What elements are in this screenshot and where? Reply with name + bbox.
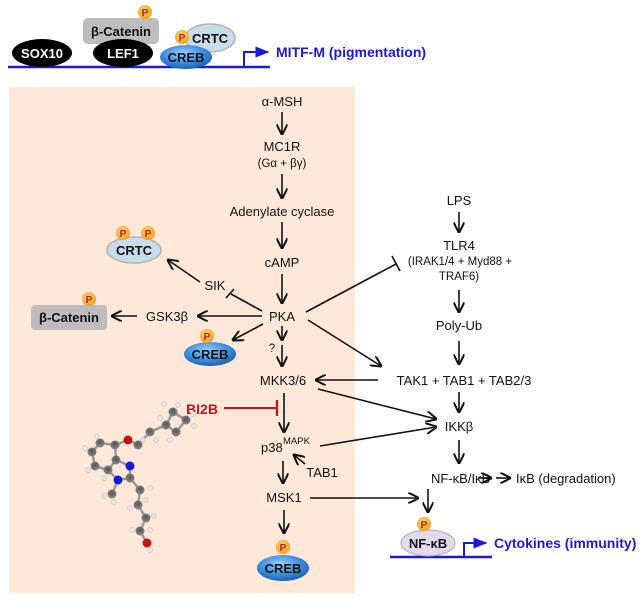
edge-pka-tlr4-inhibit xyxy=(305,263,397,313)
unknown-step-label: ? xyxy=(269,343,275,355)
phospho-label: P xyxy=(142,8,149,19)
mitf-m-label: MITF-M (pigmentation) xyxy=(276,44,426,60)
sox10-label: SOX10 xyxy=(21,46,63,61)
phospho-label: P xyxy=(86,295,93,306)
p38-mapk-node: p38 MAPK xyxy=(261,436,311,455)
creb-mid-node: CREB P xyxy=(184,329,236,366)
pka-node: PKA xyxy=(269,309,295,324)
phospho-label: P xyxy=(421,520,428,531)
crtc-label: CRTC xyxy=(116,243,153,258)
ikb-degradation-node: IκB (degradation) xyxy=(516,471,616,486)
tab1-node: TAB1 xyxy=(306,465,338,480)
tlr4-adaptors-line1: (IRAK1/4 + Myd88 + xyxy=(408,256,512,268)
cytokine-promoter: Cytokines (immunity) NF-κB P xyxy=(390,517,636,559)
edge-tab1-p38 xyxy=(294,455,306,464)
beta-catenin-label: β-Catenin xyxy=(39,310,99,325)
phospho-beta-catenin-top: P xyxy=(138,5,152,19)
phospho-label: P xyxy=(280,543,287,554)
lef1-label: LEF1 xyxy=(107,46,139,61)
inhibit-bar-sik xyxy=(225,288,235,299)
polyub-node: Poly-Ub xyxy=(436,318,482,333)
sox10-node: SOX10 xyxy=(12,39,72,67)
p38-mapk-superscript: MAPK xyxy=(283,436,311,447)
tlr4-adaptors-line2: TRAF6) xyxy=(439,271,479,283)
edge-mkk-ikkb xyxy=(317,388,436,419)
camp-node: cAMP xyxy=(265,255,300,270)
edge-pka-creb xyxy=(233,323,264,340)
mkk36-node: MKK3/6 xyxy=(260,373,306,388)
tss-arrow-top xyxy=(243,46,270,67)
lef1-node: LEF1 xyxy=(93,39,153,67)
mc1r-node: MC1R xyxy=(264,139,301,154)
tlr4-node: TLR4 xyxy=(443,238,475,253)
alpha-msh-node: α-MSH xyxy=(262,94,303,109)
crtc-top-node: CRTC xyxy=(184,23,236,53)
phospho-label: P xyxy=(120,229,127,240)
edge-p38-ikkb xyxy=(319,427,436,447)
beta-catenin-phospho-node: β-Catenin P xyxy=(31,292,107,330)
lps-node: LPS xyxy=(447,193,472,208)
crtc-top-label: CRTC xyxy=(192,31,229,46)
creb-top-node: CREB xyxy=(160,45,212,69)
cytokines-label: Cytokines (immunity) xyxy=(494,535,636,551)
phospho-label: P xyxy=(204,332,211,343)
ikkb-node: IKKβ xyxy=(445,419,473,434)
phospho-label: P xyxy=(179,33,186,44)
creb-bottom-label: CREB xyxy=(265,561,302,576)
beta-catenin-top-label: β-Catenin xyxy=(91,24,151,39)
tak1-tab-complex-node: TAK1 + TAB1 + TAB2/3 xyxy=(397,373,532,388)
sik-node: SIK xyxy=(205,278,226,293)
edge-sik-crtc xyxy=(168,260,201,283)
melanocyte-pathway-panel xyxy=(9,87,355,593)
adenylate-cyclase-node: Adenylate cyclase xyxy=(230,204,335,219)
crtc-phospho-node: CRTC P P xyxy=(106,226,162,264)
phospho-creb-top: P xyxy=(175,30,189,44)
creb-bottom-node: CREB P xyxy=(257,540,309,581)
p38-label: p38 xyxy=(261,440,283,455)
tss-arrow-bottom xyxy=(463,537,488,557)
bi2b-molecule-icon xyxy=(82,401,197,553)
edge-pka-sik-inhibit xyxy=(230,293,263,312)
beta-catenin-top-node: β-Catenin xyxy=(83,18,159,44)
msk1-node: MSK1 xyxy=(266,490,301,505)
mitf-promoter: MITF-M (pigmentation) SOX10 β-Catenin LE… xyxy=(8,5,426,69)
nfkb-phospho-node: NF-κB P xyxy=(400,517,456,557)
creb-mid-label: CREB xyxy=(192,347,229,362)
inhibit-bar-tlr4 xyxy=(391,255,401,272)
creb-top-label: CREB xyxy=(168,50,205,65)
edge-pka-tak xyxy=(307,319,381,366)
mc1r-subunits: (Gα + βγ) xyxy=(258,158,307,170)
nfkb-label: NF-κB xyxy=(409,536,447,551)
gsk3b-node: GSK3β xyxy=(146,309,188,324)
phospho-label: P xyxy=(145,229,152,240)
nfkb-ikb-node: NF-κB/IκB xyxy=(431,471,490,486)
